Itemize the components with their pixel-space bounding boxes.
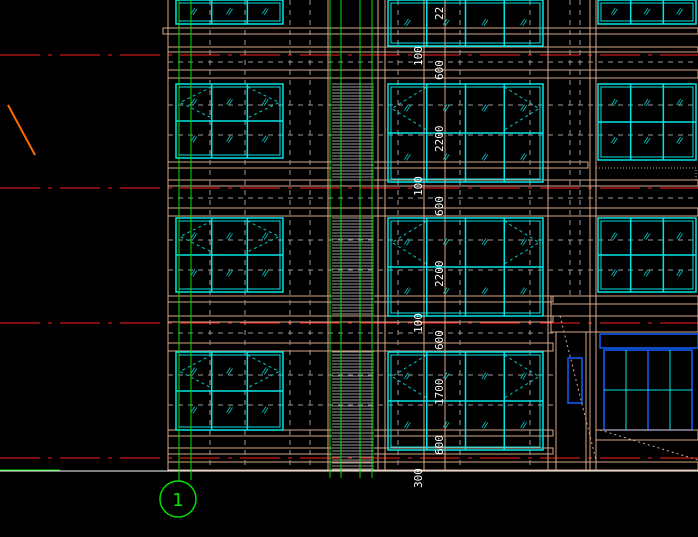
dim-8: 600 [433,330,446,350]
dim-1: 100 [412,46,425,66]
window [597,0,697,25]
axis-label: 1 [172,490,183,511]
windows [175,0,697,451]
floor-level-lines [0,54,698,459]
dim-6: 2200 [433,261,446,288]
dim-11: 300 [412,468,425,488]
window [387,83,544,183]
dim-5: 600 [433,196,446,216]
parapet-band [595,167,697,181]
dim-top: 22 [433,7,446,20]
window [387,217,544,317]
axis-lines [178,0,373,480]
dim-2: 600 [433,60,446,80]
dim-3: 2200 [433,126,446,153]
window [597,83,697,161]
orange-stroke-mark [7,104,36,156]
window [387,0,544,47]
stair-hatch [332,83,374,470]
dashed-guides [168,0,698,470]
dim-4: 100 [412,176,425,196]
dim-9: 1700 [433,379,446,406]
dim-10: 600 [433,435,446,455]
dimension-labels: 22 100 600 2200 100 600 2200 100 600 170… [412,7,446,488]
dim-7: 100 [412,313,425,333]
window [597,217,697,293]
entrance-canopy [550,295,698,471]
window [175,351,284,431]
window [387,351,544,451]
axis-bubble: 1 [159,470,197,518]
